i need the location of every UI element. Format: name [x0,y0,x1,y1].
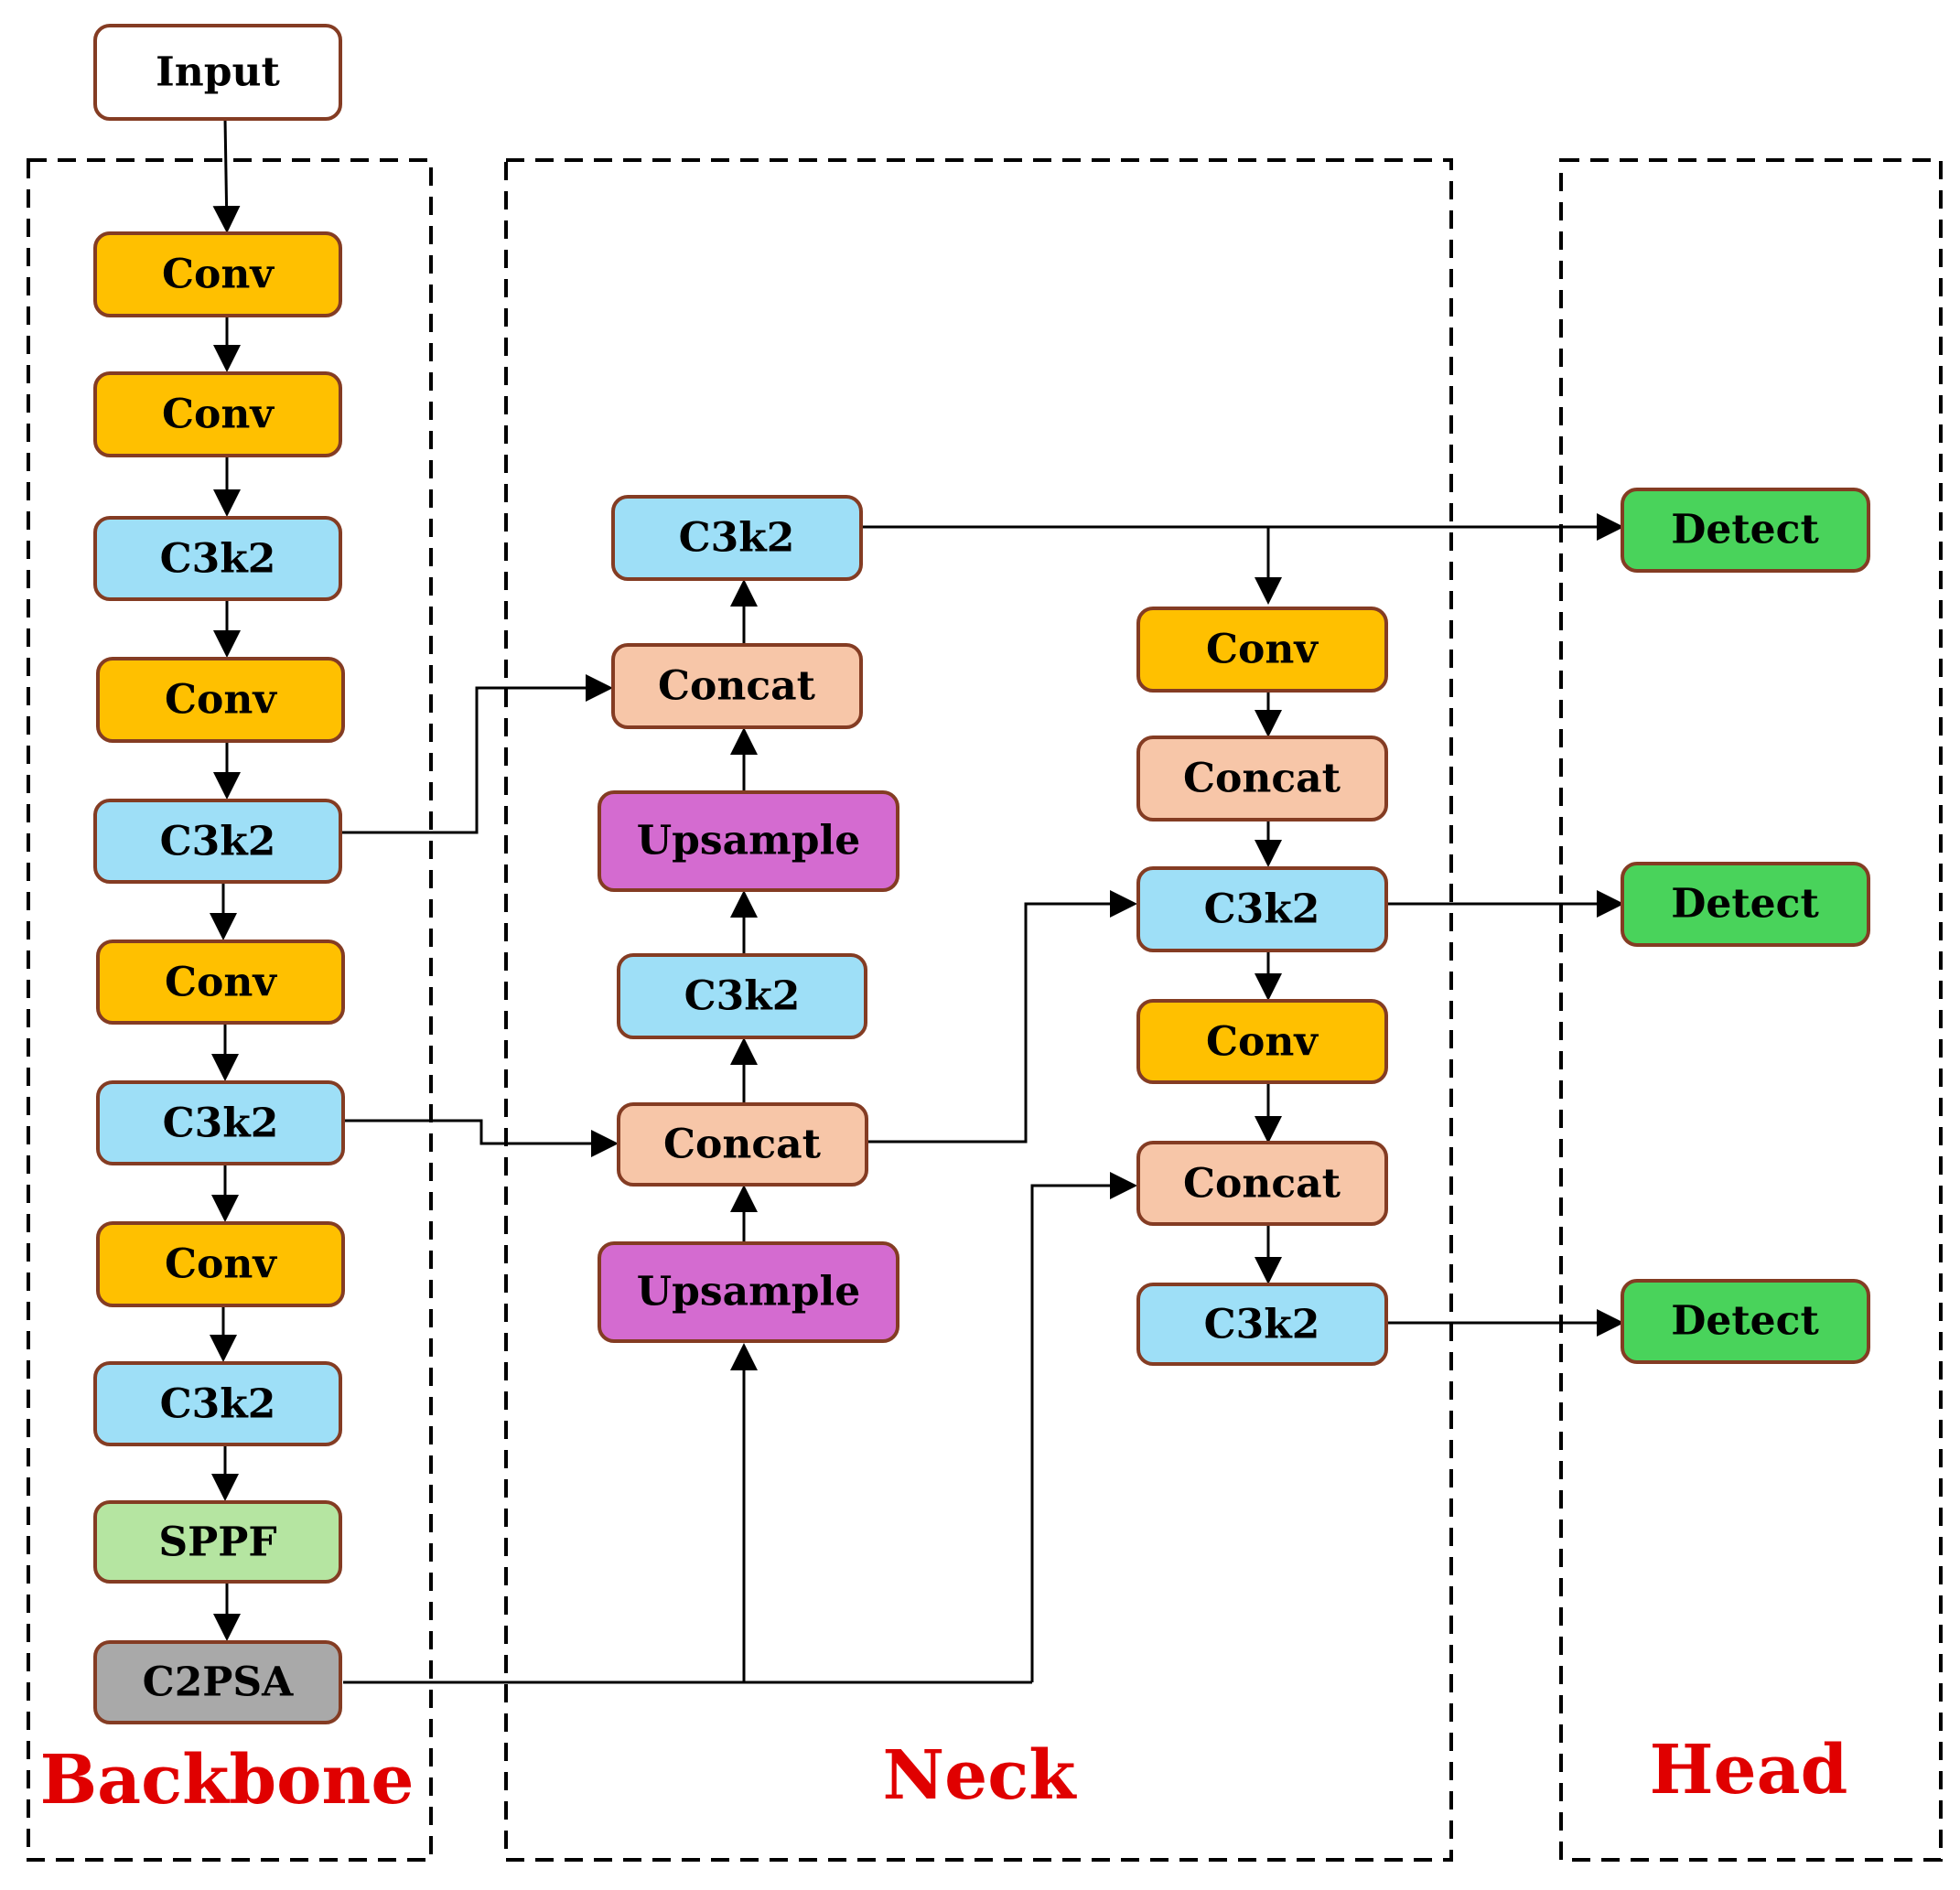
conv-box [96,940,345,1025]
c3k2-label: C3k2 [1204,1302,1320,1348]
edge-concat2-c3k2-r1 [867,890,1137,1144]
detect-box [1621,1279,1870,1364]
detect-label: Detect [1671,1298,1819,1345]
conv-label: Conv [165,677,277,724]
neck-frame [504,158,1453,1862]
c3k2-box [96,1080,345,1165]
conv-box [1136,607,1388,693]
conv-label: Conv [1206,1019,1319,1066]
c3k2-box [93,516,342,601]
conv-box [96,657,345,743]
concat-label: Concat [1183,756,1341,802]
concat-box [1136,736,1388,822]
c3k2-label: C3k2 [163,1101,279,1147]
upsample-box [598,790,899,892]
conv-label: Conv [165,960,277,1006]
c3k2-box [1136,866,1388,952]
c3k2-label: C3k2 [684,973,801,1020]
upsample-label: Upsample [637,1269,860,1315]
detect-box [1621,862,1870,947]
upsample-label: Upsample [637,818,860,864]
c3k2-label: C3k2 [160,819,276,865]
edge-c3k2-2-concat1 [341,674,613,834]
c3k2-label: C3k2 [160,1381,276,1428]
head-nodes: Detect Detect Detect [1621,488,1870,1364]
connections [210,118,1624,1684]
sppf-box [93,1500,342,1584]
conv-label: Conv [162,392,275,438]
concat-box [611,643,863,729]
head-frame [1559,158,1943,1862]
concat-box [1136,1141,1388,1226]
c3k2-box [1136,1283,1388,1366]
conv-box [1136,999,1388,1084]
detect-label: Detect [1671,881,1819,928]
conv-label: Conv [1206,627,1319,673]
c3k2-box [611,495,863,581]
edge-input-conv1 [212,118,241,233]
c3k2-box [93,1361,342,1446]
backbone-frame [27,158,433,1862]
concat-label: Concat [1183,1161,1341,1208]
conv-label: Conv [162,252,275,298]
c3k2-box [617,953,867,1039]
backbone-nodes: Input Conv Conv C3k2 Conv C3k2 Conv C3k2… [93,24,345,1724]
conv-box [93,371,342,457]
sppf-label: SPPF [158,1520,276,1566]
c2psa-box [93,1640,342,1724]
head-label: Head [1650,1731,1848,1809]
concat-box [617,1102,868,1187]
detect-box [1621,488,1870,573]
input-label: Input [156,49,280,96]
c3k2-label: C3k2 [160,536,276,583]
concat-label: Concat [658,663,816,710]
neck-nodes: C3k2 Concat Upsample C3k2 Concat Upsampl… [598,495,1388,1366]
c3k2-box [93,799,342,884]
c3k2-label: C3k2 [1204,886,1320,933]
c2psa-label: C2PSA [143,1659,294,1706]
detect-label: Detect [1671,507,1819,553]
edge-c3k2-3-concat2 [344,1119,619,1157]
conv-box [96,1221,345,1307]
input-box [93,24,342,121]
conv-box [93,231,342,317]
c3k2-label: C3k2 [679,515,795,562]
edge-trunk-concat-r2 [1030,1172,1137,1682]
backbone-label: Backbone [40,1741,415,1820]
upsample-box [598,1241,899,1343]
conv-label: Conv [165,1241,277,1288]
neck-label: Neck [882,1736,1077,1815]
concat-label: Concat [663,1122,822,1168]
